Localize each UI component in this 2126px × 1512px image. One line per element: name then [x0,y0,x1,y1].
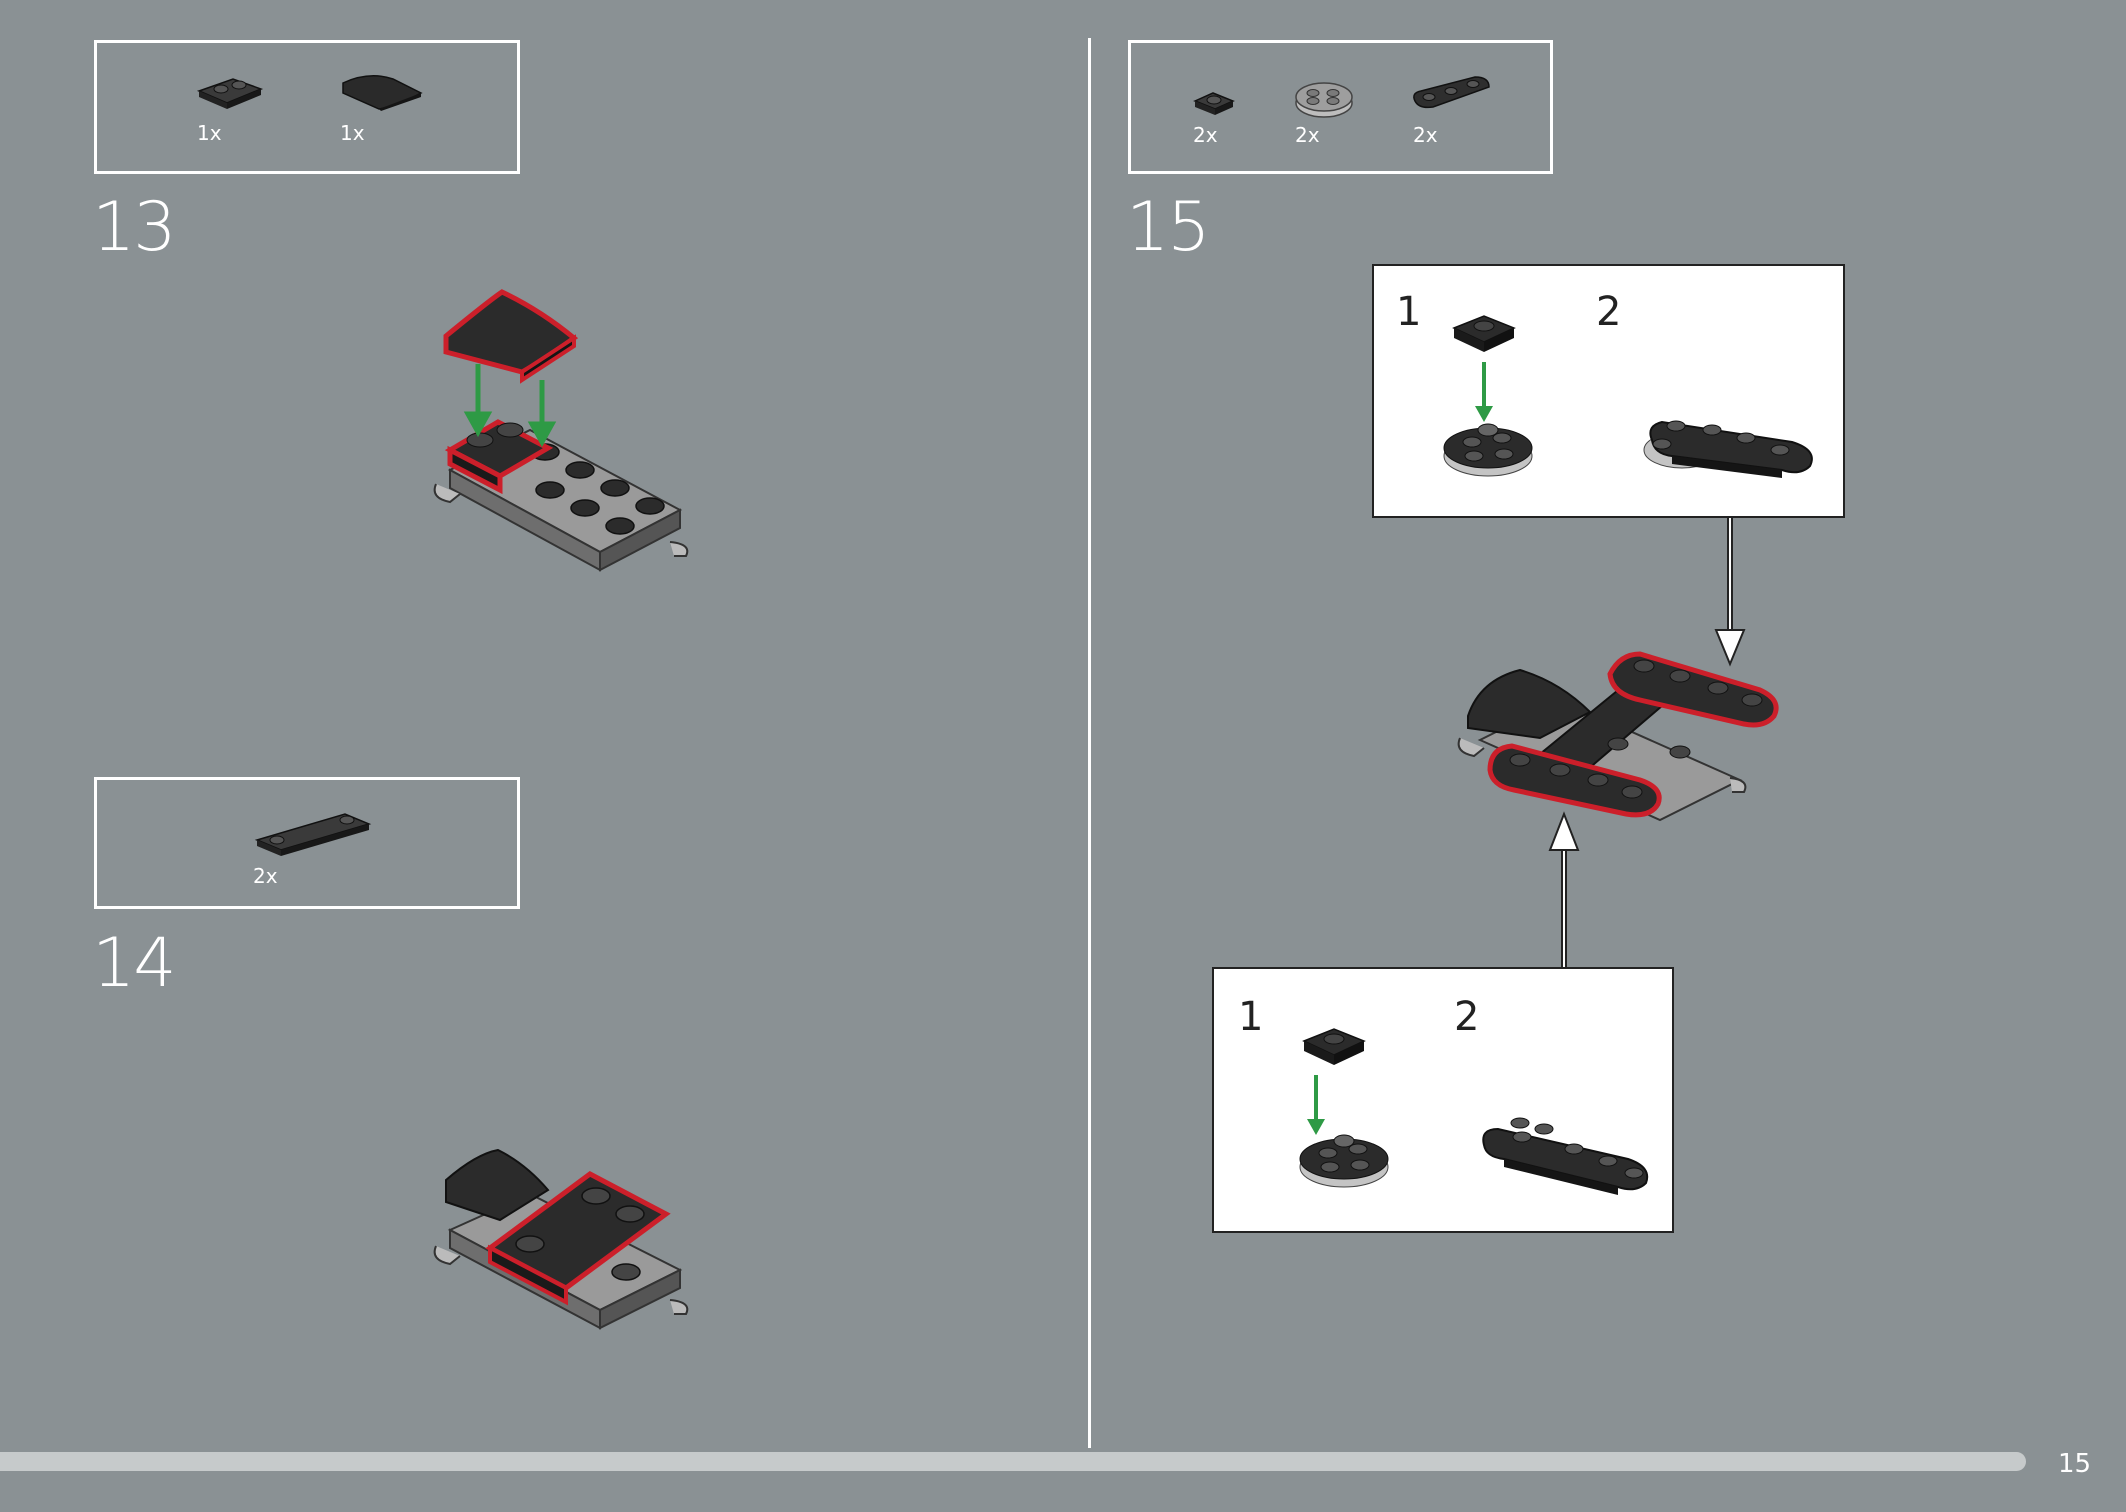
round-plate-icon [1295,82,1353,118]
step-15-parts-box: 2x 2x 2x [1128,40,1553,174]
step-15-top-arrow [1714,518,1746,667]
step-13-number: 13 [92,188,177,267]
plate-rounded-1x3-icon [1413,76,1490,109]
step-14-parts-box: 2x [94,777,520,909]
step-15-bottom-substep-box: 1 2 [1212,967,1674,1233]
step-13-parts-box: 1x 1x [94,40,520,174]
curved-slope-icon [342,75,423,111]
step-13-part-1-qty: 1x [197,121,222,145]
step-15-bottom-arrow [1548,811,1580,968]
substep-bottom-2-number: 2 [1454,994,1480,1040]
step-15-top-substep-box: 1 2 [1372,264,1845,518]
step-13-part-2-qty: 1x [340,121,365,145]
substep-top-2-graphic [1643,420,1813,478]
page-number: 15 [2058,1449,2092,1479]
step-13-model [433,289,689,572]
plate-1x2-icon [196,78,264,109]
step-15-number: 15 [1126,188,1211,267]
step-15-model [1457,651,1779,822]
step-15-part-1-qty: 2x [1193,123,1218,147]
step-15-part-3-qty: 2x [1413,123,1438,147]
progress-bar [0,1452,2026,1471]
substep-top-1-number: 1 [1396,289,1422,335]
step-14-part-qty: 2x [253,864,278,888]
substep-top-2-number: 2 [1596,289,1622,335]
page-divider [1088,38,1091,1448]
plate-1x4-icon [254,813,372,856]
plate-1x1-icon [1193,92,1235,115]
substep-top-1-graphic [1443,315,1533,477]
substep-bottom-1-number: 1 [1238,994,1264,1040]
step-14-model [433,1148,689,1330]
substep-bottom-2-graphic [1482,1117,1649,1195]
step-14-number: 14 [92,924,177,1003]
substep-bottom-1-graphic [1299,1028,1389,1188]
step-15-part-2-qty: 2x [1295,123,1320,147]
